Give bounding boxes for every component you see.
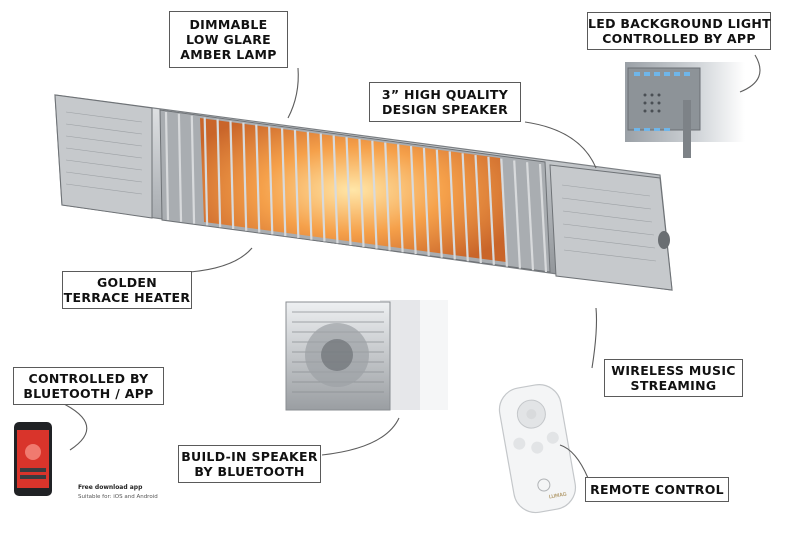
grill-bar	[203, 117, 209, 226]
grill-bar	[538, 163, 548, 273]
phone-image	[14, 422, 52, 496]
callout-line: AMBER LAMP	[180, 47, 277, 62]
grill-bar	[255, 124, 261, 233]
callout-line: BY BLUETOOTH	[194, 464, 305, 479]
callout-line: STREAMING	[630, 378, 717, 393]
grill-bar	[513, 160, 522, 269]
grill-bar	[384, 142, 391, 251]
remote-control-image	[498, 384, 577, 514]
speaker-module-image	[285, 300, 448, 411]
callout-line: DESIGN SPEAKER	[381, 102, 509, 117]
callout-line: TERRACE HEATER	[63, 290, 191, 305]
callout-terrace-heater: GOLDEN TERRACE HEATER	[62, 271, 192, 309]
callout-line: LED BACKGROUND LIGHT	[588, 16, 772, 31]
grill-bar	[229, 120, 235, 229]
callout-led-light: LED BACKGROUND LIGHT CONTROLLED BY APP	[587, 12, 771, 50]
callout-remote-control: REMOTE CONTROL	[585, 477, 729, 502]
callout-dimmable-lamp: DIMMABLE LOW GLARE AMBER LAMP	[169, 11, 288, 68]
grill-bar	[319, 133, 326, 242]
callout-line: GOLDEN	[96, 275, 158, 290]
grill-bar	[487, 156, 495, 265]
callout-line: 3” HIGH QUALITY	[381, 87, 509, 102]
callout-line: CONTROLLED BY	[28, 371, 149, 386]
grill-bar	[422, 147, 430, 256]
grill-bar	[448, 151, 456, 260]
download-app-subtitle: Suitable for: iOS and Android	[78, 494, 158, 500]
grill-bar	[474, 154, 482, 264]
grill-bar	[280, 128, 287, 237]
grill-bar	[164, 111, 170, 221]
grill-bar	[358, 138, 365, 247]
callout-line: REMOTE CONTROL	[590, 482, 724, 497]
callout-wireless-streaming: WIRELESS MUSIC STREAMING	[604, 359, 743, 397]
grill-bar	[177, 113, 183, 222]
callout-line: BUILD-IN SPEAKER	[181, 449, 318, 464]
grill-bar	[397, 144, 404, 253]
grill-bar	[500, 158, 508, 267]
callout-line: WIRELESS MUSIC	[611, 363, 736, 378]
grill-bar	[345, 137, 352, 246]
callout-bluetooth-app: CONTROLLED BY BLUETOOTH / APP	[13, 367, 164, 405]
grill-bar	[461, 153, 469, 262]
grill-bar	[526, 162, 535, 271]
callout-design-speaker: 3” HIGH QUALITY DESIGN SPEAKER	[369, 82, 521, 122]
callout-line: CONTROLLED BY APP	[602, 31, 756, 46]
grill-bar	[409, 146, 417, 255]
grill-bar	[268, 126, 274, 235]
heater-image	[54, 94, 673, 291]
leader-arrows	[59, 54, 761, 479]
callout-line: BLUETOOTH / APP	[23, 386, 154, 401]
grill-bar	[190, 115, 196, 224]
led-light-image	[625, 62, 745, 158]
callout-line: DIMMABLE	[189, 17, 268, 32]
callout-line: LOW GLARE	[185, 32, 272, 47]
grill-bar	[332, 135, 339, 244]
grill-bar	[371, 140, 378, 249]
download-app-title: Free download app	[78, 484, 143, 491]
grill-bar	[242, 122, 248, 231]
grill-bar	[435, 149, 443, 258]
grill-bar	[216, 119, 222, 228]
grill-bar	[293, 129, 300, 238]
callout-buildin-speaker: BUILD-IN SPEAKER BY BLUETOOTH	[178, 445, 321, 483]
grill-bar	[306, 131, 313, 240]
